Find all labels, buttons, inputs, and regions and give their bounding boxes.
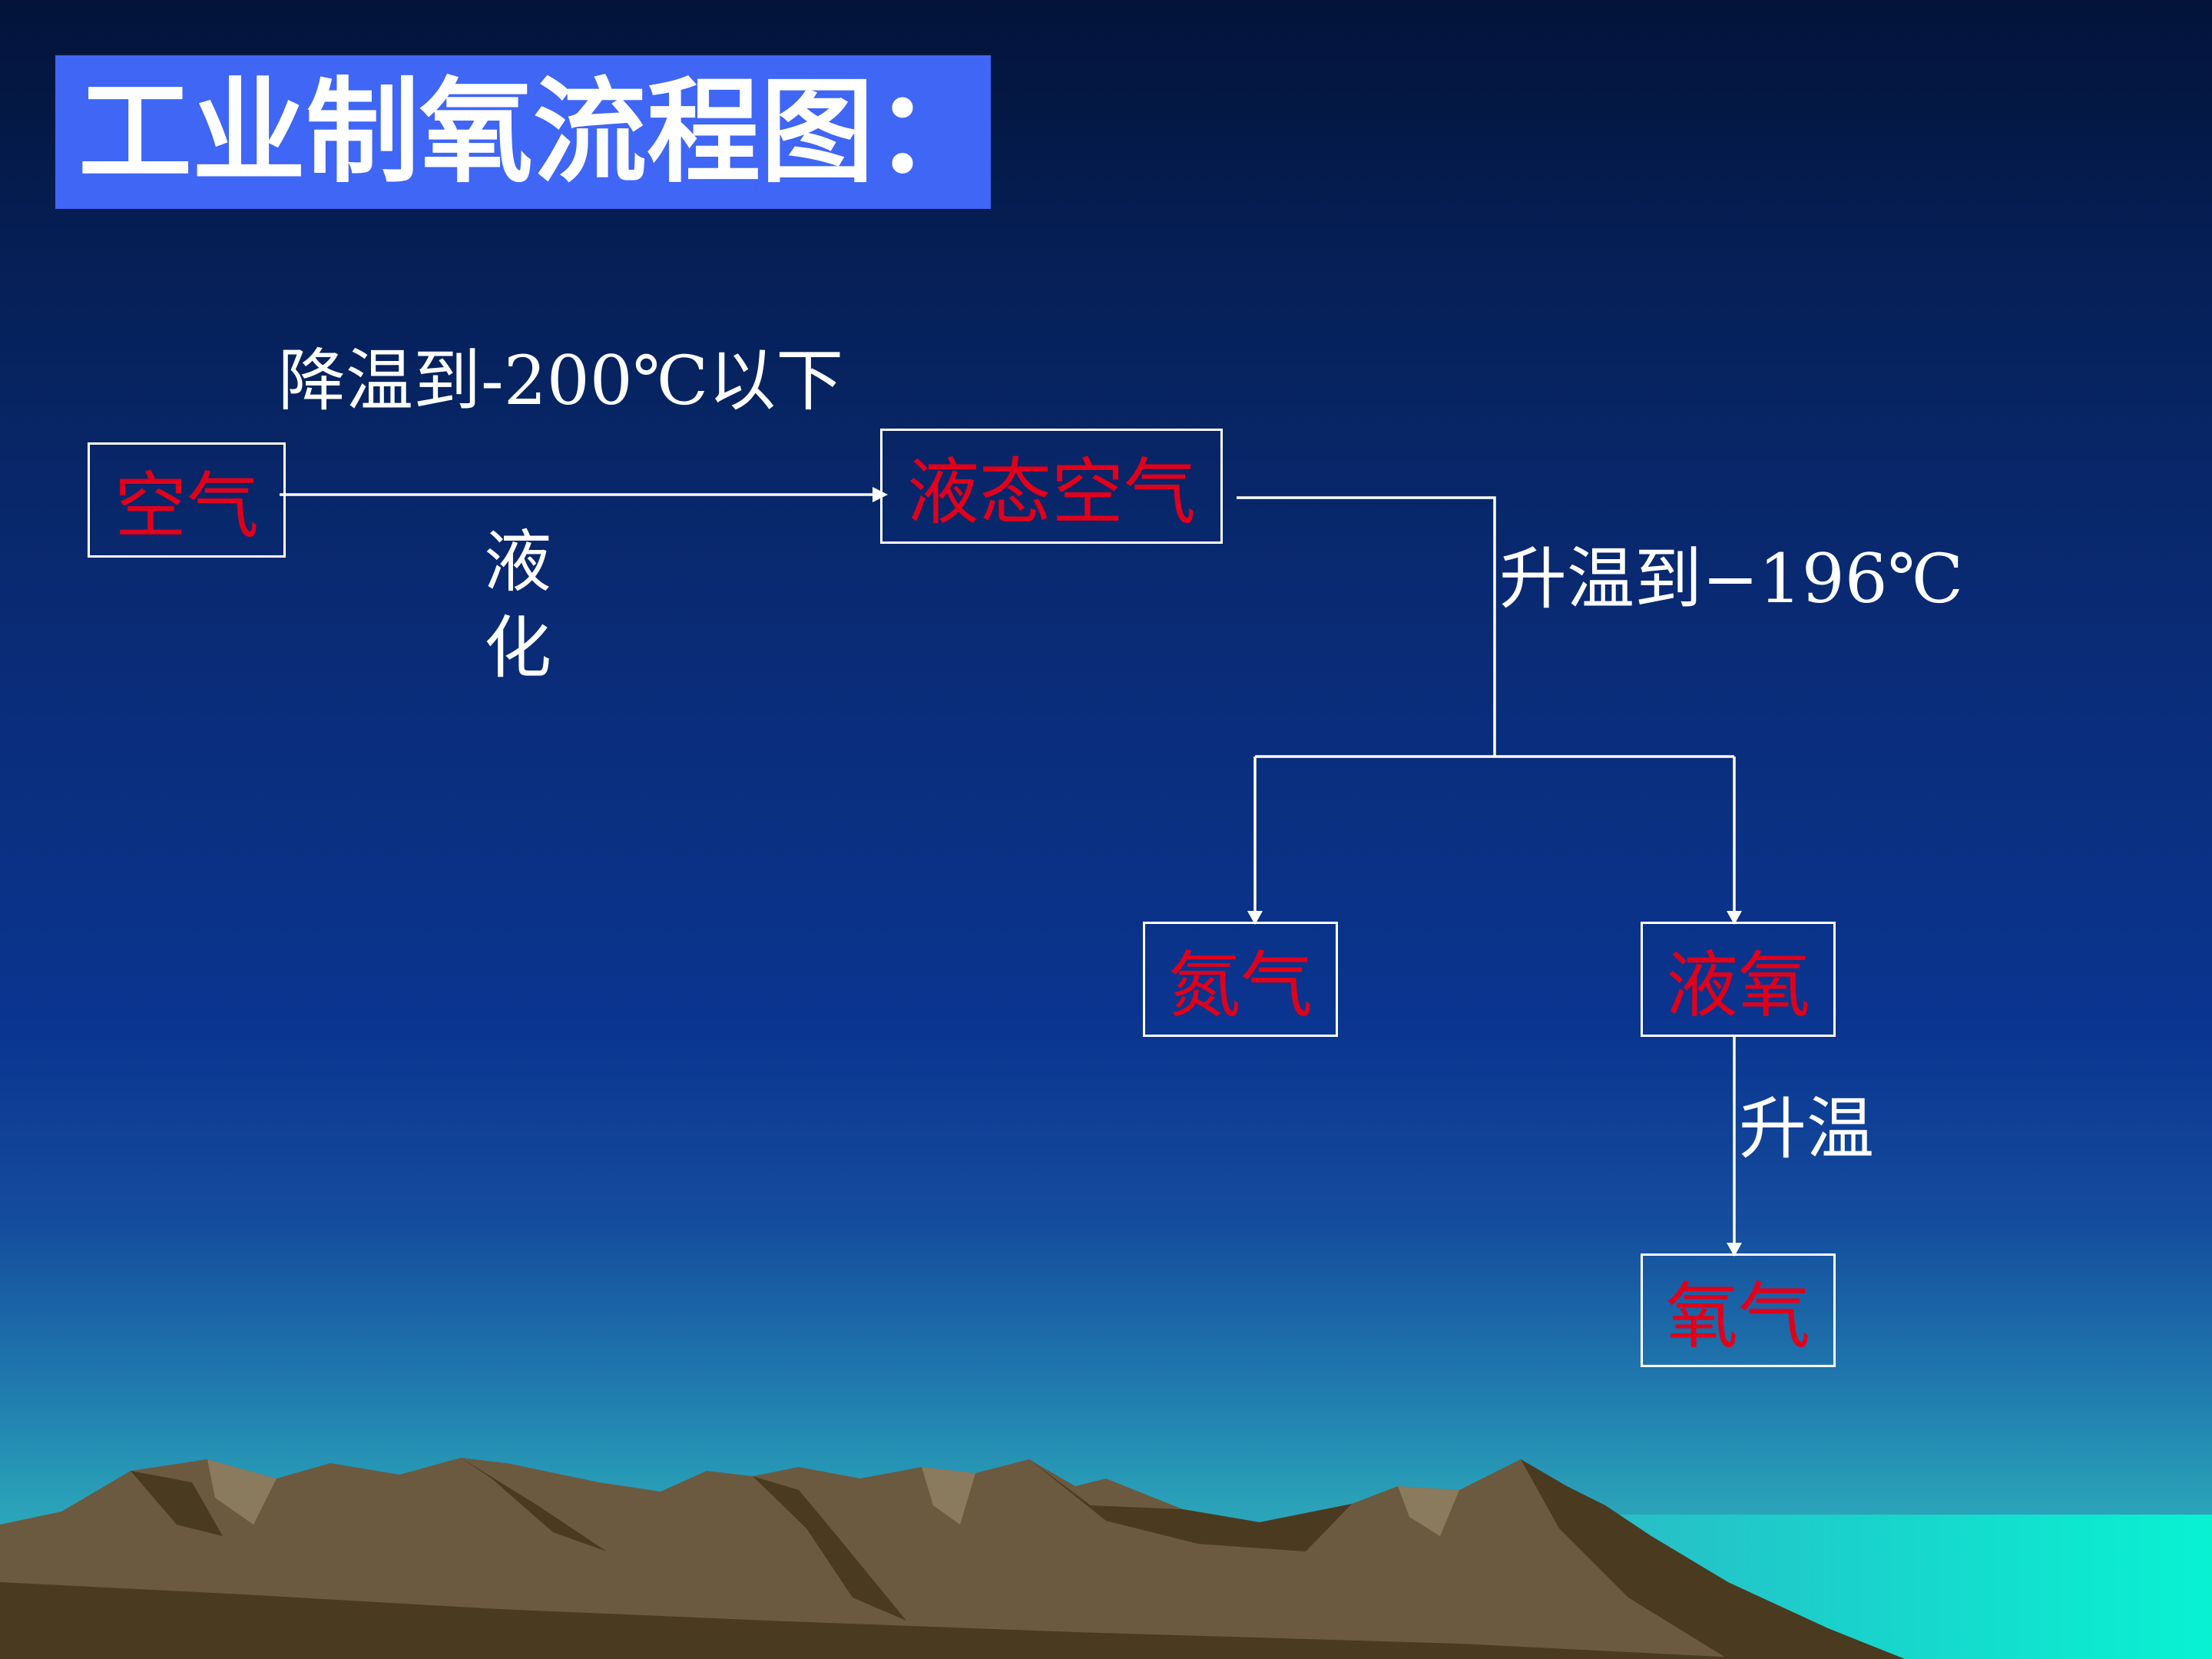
edge-label-liquefy: 液化 xyxy=(484,522,552,687)
node-liquid-air: 液态空气 xyxy=(880,429,1223,544)
mountain-shadow-1 xyxy=(131,1471,223,1536)
node-liquid-oxygen: 液氧 xyxy=(1641,922,1836,1037)
node-oxygen-label: 氧气 xyxy=(1665,1275,1810,1359)
node-liquid-air-label: 液态空气 xyxy=(906,451,1196,535)
mountain-shadow-4 xyxy=(1029,1459,1352,1551)
title-banner: 工业制氧流程图： xyxy=(55,55,991,209)
mountain-shadow-5 xyxy=(1521,1459,1905,1659)
node-air: 空气 xyxy=(88,442,286,558)
node-air-label: 空气 xyxy=(114,465,259,548)
mountain-shadow-3 xyxy=(753,1476,906,1621)
mountain-shadow-2 xyxy=(461,1458,607,1551)
mountain-highlight-3 xyxy=(1398,1486,1459,1536)
edge-label-heat: 升温 xyxy=(1739,1089,1875,1168)
node-liquid-oxygen-label: 液氧 xyxy=(1665,944,1810,1028)
mountain-shadow-6 xyxy=(0,1582,1767,1659)
page-title: 工业制氧流程图： xyxy=(78,66,988,198)
node-nitrogen-label: 氮气 xyxy=(1167,944,1313,1028)
connector-liquid-air-branch xyxy=(1237,496,1496,757)
node-nitrogen: 氮气 xyxy=(1143,922,1338,1037)
mountain-highlight-1 xyxy=(207,1459,276,1525)
mountain-highlight-2 xyxy=(922,1467,975,1525)
edge-label-heat-to-196: 升温到−196℃ xyxy=(1499,539,1964,618)
edge-label-cool-to-200: 降温到-200℃以下 xyxy=(278,341,844,420)
node-oxygen: 氧气 xyxy=(1641,1253,1836,1367)
